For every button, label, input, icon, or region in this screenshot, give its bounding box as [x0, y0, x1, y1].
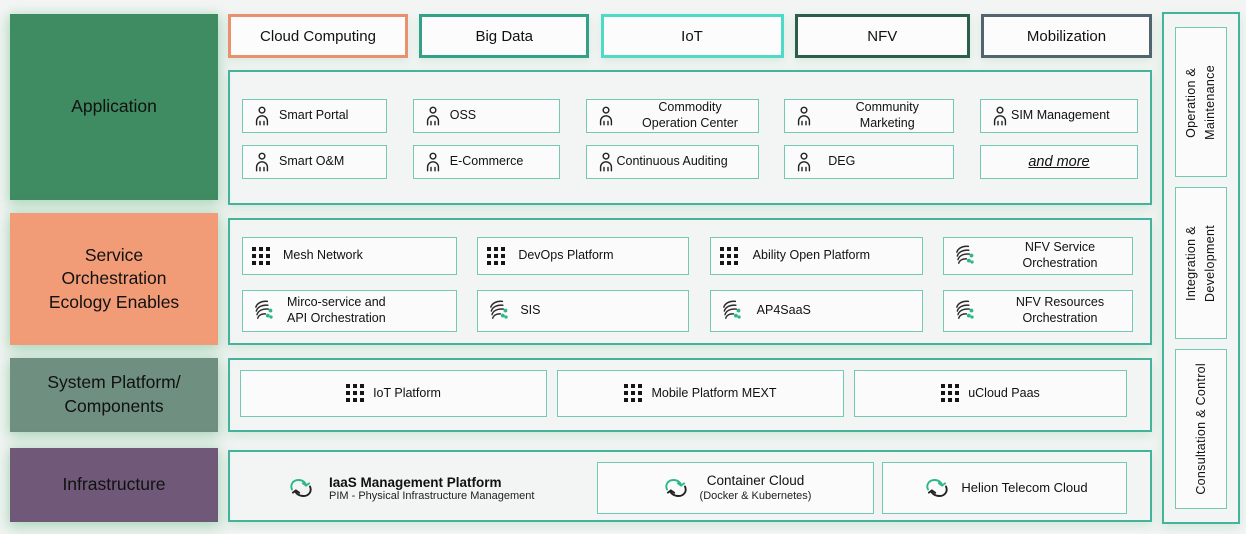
app-item-label: Continuous Auditing — [616, 154, 728, 169]
sidebar-item-operation-maintenance: Operation & Maintenance — [1175, 27, 1227, 177]
infra-item-title: Helion Telecom Cloud — [961, 479, 1088, 495]
chip-cloud-computing: Cloud Computing — [228, 14, 408, 58]
system-item-label: uCloud Paas — [968, 385, 1040, 400]
infrastructure-section: IaaS Management Platform PIM - Physical … — [228, 450, 1152, 522]
app-item-label: SIM Management — [1011, 108, 1110, 123]
app-item-oss: OSS — [412, 99, 560, 133]
app-item-label: Smart Portal — [279, 108, 349, 123]
app-item-community-marketing: Community Marketing — [784, 99, 955, 133]
service-item-ability-open-platform: Ability Open Platform — [709, 237, 923, 275]
person-icon — [990, 105, 1010, 127]
swirl-lines-icon — [487, 298, 512, 324]
system-item-ucloud-paas: uCloud Paas — [854, 370, 1127, 417]
system-item-mobile-platform-mext: Mobile Platform MEXT — [557, 370, 844, 417]
service-item-devops-platform: DevOps Platform — [477, 237, 690, 275]
person-icon — [596, 105, 616, 127]
cloud-sync-icon — [660, 475, 692, 501]
sidebar-item-label: Operation & Maintenance — [1184, 64, 1217, 140]
app-item-continuous-auditing: Continuous Auditing — [585, 145, 759, 179]
app-item-smart-portal: Smart Portal — [242, 99, 387, 133]
chip-mobilization: Mobilization — [981, 14, 1152, 58]
sidebar-item-consultation-control: Consultation & Control — [1175, 349, 1227, 509]
system-platform-section: IoT Platform Mobile Platform MEXT uCloud… — [228, 358, 1152, 432]
chip-nfv: NFV — [794, 14, 970, 58]
application-row-1: Smart Portal OSS Commodity Operation Cen… — [242, 99, 1138, 133]
app-item-label: Commodity Operation Center — [642, 100, 738, 130]
person-icon — [252, 105, 272, 127]
layer-label-service-orchestration: Service Orchestration Ecology Enables — [10, 213, 218, 345]
service-item-label: Ability Open Platform — [752, 248, 871, 263]
service-item-label: DevOps Platform — [518, 248, 614, 263]
app-item-label: Smart O&M — [279, 154, 345, 169]
grid-dots-icon — [719, 246, 739, 266]
and-more-label: and more — [1028, 153, 1090, 170]
service-item-nfv-resources-orchestration: NFV Resources Orchestration — [942, 290, 1133, 332]
person-icon — [423, 151, 443, 173]
system-item-label: IoT Platform — [373, 385, 441, 400]
infra-item-title: Container Cloud — [706, 472, 805, 488]
app-item-commodity-operation-center: Commodity Operation Center — [585, 99, 759, 133]
application-row-2: Smart O&M E-Commerce Continuous Auditing… — [242, 145, 1138, 179]
grid-dots-icon — [346, 384, 365, 403]
infra-item-subtitle: PIM - Physical Infrastructure Management — [329, 489, 535, 502]
infra-item-subtitle: (Docker & Kubernetes) — [699, 489, 812, 502]
cloud-sync-icon — [921, 475, 953, 501]
layer-label-system-platform: System Platform/ Components — [10, 358, 218, 432]
cloud-sync-icon — [285, 475, 317, 501]
chip-big-data: Big Data — [419, 14, 590, 58]
infra-item-container-cloud: Container Cloud (Docker & Kubernetes) — [597, 462, 874, 514]
domain-chips-row: Cloud Computing Big Data IoT NFV Mobiliz… — [228, 14, 1152, 58]
grid-dots-icon — [487, 246, 506, 266]
infra-item-iaas-management: IaaS Management Platform PIM - Physical … — [285, 462, 560, 514]
app-item-smart-om: Smart O&M — [242, 145, 387, 179]
system-item-label: Mobile Platform MEXT — [651, 385, 777, 400]
sidebar-item-label: Integration & Development — [1184, 224, 1217, 302]
person-icon — [596, 151, 616, 173]
service-item-mesh-network: Mesh Network — [242, 237, 457, 275]
service-item-label: Mirco-service and API Orchestration — [287, 295, 386, 325]
service-item-label: SIS — [520, 303, 541, 318]
app-item-e-commerce: E-Commerce — [412, 145, 560, 179]
sidebar-item-label: Consultation & Control — [1193, 363, 1208, 495]
service-item-ap4saas: AP4SaaS — [709, 290, 923, 332]
service-row-1: Mesh Network DevOps Platform Ability Ope… — [242, 237, 1133, 275]
swirl-lines-icon — [953, 243, 978, 269]
chip-iot: IoT — [600, 14, 784, 58]
service-row-2: Mirco-service and API Orchestration SIS … — [242, 290, 1133, 332]
grid-dots-icon — [624, 384, 643, 403]
app-item-label: OSS — [449, 108, 477, 123]
system-row: IoT Platform Mobile Platform MEXT uCloud… — [240, 370, 1127, 417]
grid-dots-icon — [252, 246, 271, 266]
service-item-sis: SIS — [477, 290, 690, 332]
service-item-label: AP4SaaS — [756, 303, 811, 318]
infra-item-helion-telecom-cloud: Helion Telecom Cloud — [882, 462, 1127, 514]
application-section: Smart Portal OSS Commodity Operation Cen… — [228, 70, 1152, 205]
grid-dots-icon — [941, 384, 960, 403]
person-icon — [252, 151, 272, 173]
app-item-label: DEG — [828, 154, 856, 169]
app-item-sim-management: SIM Management — [980, 99, 1138, 133]
service-item-label: NFV Service Orchestration — [1022, 240, 1098, 270]
app-item-and-more: and more — [980, 145, 1138, 179]
person-icon — [794, 105, 814, 127]
layer-label-application: Application — [10, 14, 218, 200]
app-item-label: Community Marketing — [855, 100, 919, 130]
swirl-lines-icon — [953, 298, 978, 324]
infra-item-title: IaaS Management Platform — [329, 474, 502, 490]
service-orchestration-section: Mesh Network DevOps Platform Ability Ope… — [228, 218, 1152, 345]
service-item-label: NFV Resources Orchestration — [1015, 295, 1105, 325]
system-item-iot-platform: IoT Platform — [240, 370, 547, 417]
sidebar-item-integration-development: Integration & Development — [1175, 187, 1227, 339]
app-item-deg: DEG — [784, 145, 955, 179]
service-item-label: Mesh Network — [283, 248, 363, 263]
person-icon — [794, 151, 814, 173]
swirl-lines-icon — [252, 298, 277, 324]
service-item-micro-service-api-orchestration: Mirco-service and API Orchestration — [242, 290, 457, 332]
layer-label-infrastructure: Infrastructure — [10, 448, 218, 522]
service-item-nfv-service-orchestration: NFV Service Orchestration — [942, 237, 1133, 275]
person-icon — [423, 105, 443, 127]
app-item-label: E-Commerce — [449, 154, 524, 169]
swirl-lines-icon — [720, 298, 745, 324]
process-sidebar: Operation & Maintenance Integration & De… — [1162, 12, 1240, 524]
